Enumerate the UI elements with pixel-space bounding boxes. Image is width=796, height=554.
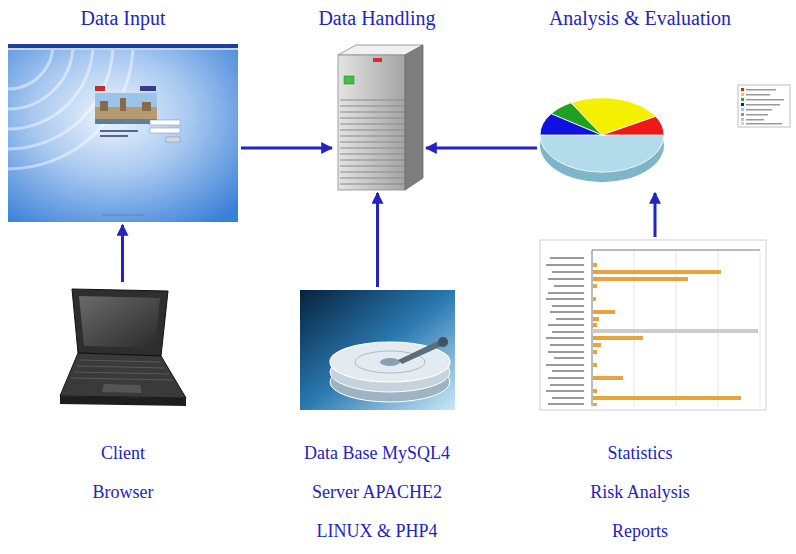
bar-chart: StatisticsRisk AnalysisReports bbox=[516, 240, 764, 542]
column-heading: Data Handling bbox=[293, 6, 461, 30]
database-disk: Data Base MySQL4Server APACHE2LINUX & PH… bbox=[293, 290, 461, 542]
column-caption: Risk Analysis bbox=[516, 481, 764, 503]
pie-chart: Analysis & Evaluation bbox=[516, 6, 764, 190]
picture-area bbox=[335, 45, 423, 190]
laptop-client: ClientBrowser bbox=[19, 285, 227, 503]
bar-chart-illustration bbox=[540, 240, 766, 410]
picture-area bbox=[540, 240, 766, 410]
column-caption: Server APACHE2 bbox=[293, 481, 461, 503]
screenshot-panel: Data Input bbox=[0, 6, 250, 222]
flow-arrow bbox=[654, 193, 657, 237]
column-caption: LINUX & PHP4 bbox=[293, 520, 461, 542]
flow-arrow bbox=[241, 147, 332, 150]
server-illustration bbox=[338, 45, 423, 190]
server-box: Data Handling bbox=[293, 6, 461, 190]
column-heading: Data Input bbox=[0, 6, 250, 30]
column-caption: Statistics bbox=[516, 442, 764, 464]
screenshot-illustration bbox=[0, 0, 238, 222]
column-caption: Reports bbox=[516, 520, 764, 542]
flow-arrow bbox=[376, 193, 379, 287]
flow-arrow bbox=[426, 147, 537, 150]
picture-area bbox=[8, 44, 238, 222]
column-caption: Data Base MySQL4 bbox=[293, 442, 461, 464]
laptop-illustration bbox=[60, 289, 186, 406]
flow-arrow bbox=[121, 225, 124, 282]
column-caption: Browser bbox=[19, 481, 227, 503]
column-caption: Client bbox=[19, 442, 227, 464]
picture-area bbox=[60, 285, 185, 410]
picture-area bbox=[300, 290, 455, 410]
picture-area bbox=[540, 84, 668, 190]
column-heading: Analysis & Evaluation bbox=[516, 6, 764, 30]
pie-chart-illustration bbox=[540, 85, 790, 182]
database-illustration bbox=[300, 290, 455, 410]
